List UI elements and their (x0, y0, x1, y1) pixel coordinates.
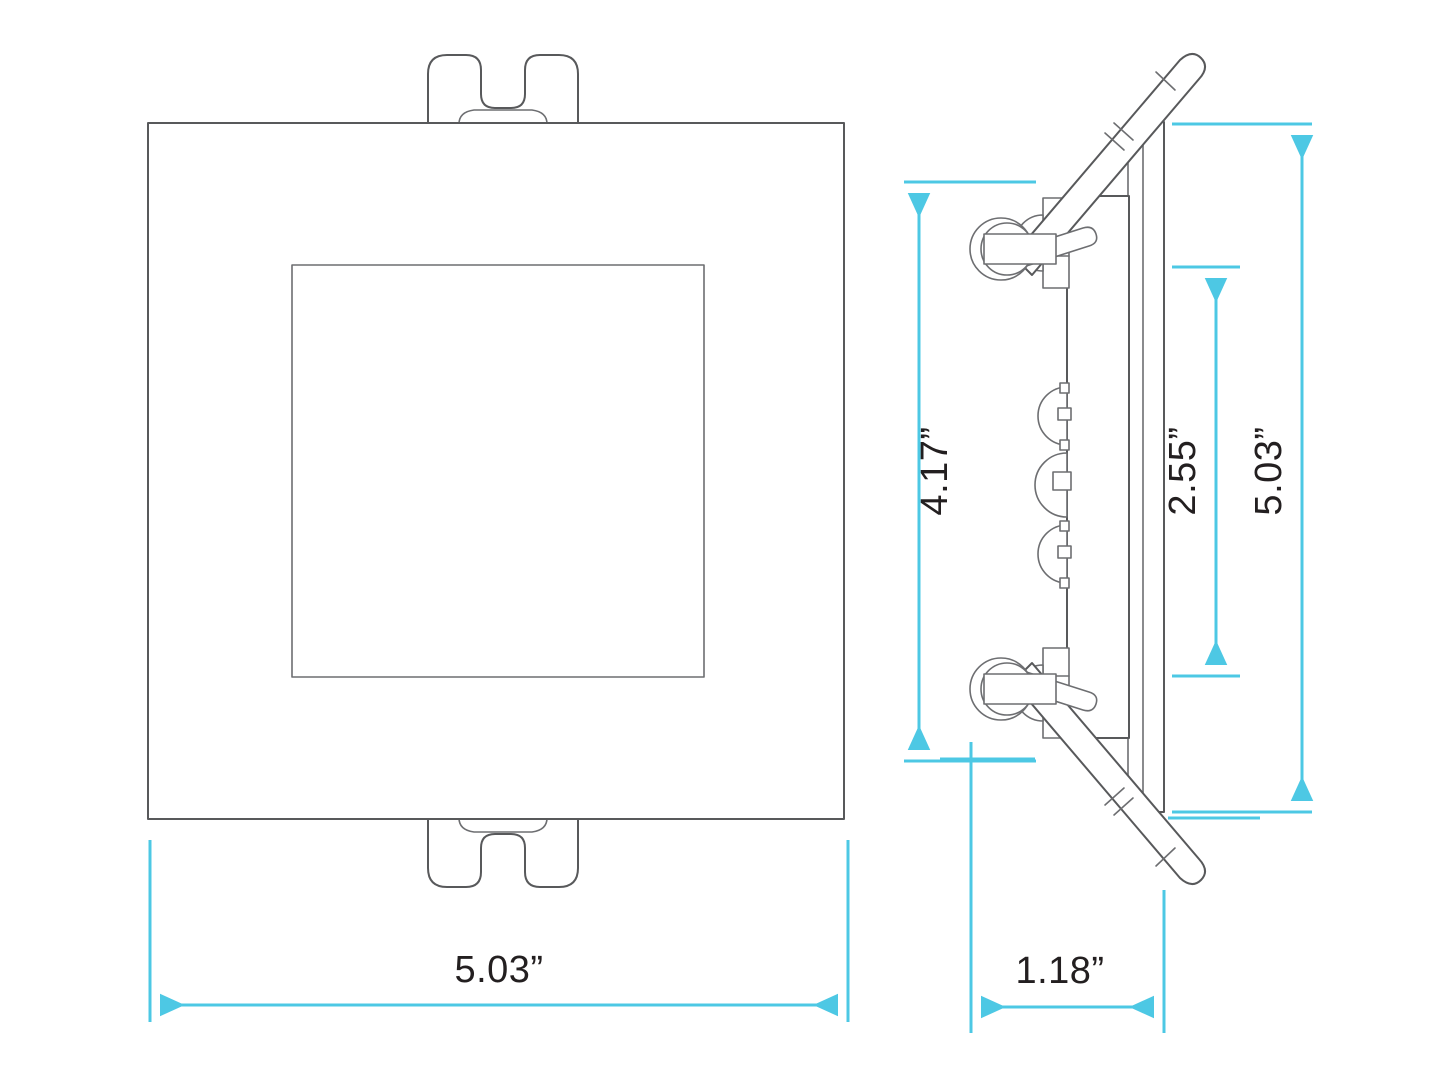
front-aperture-outline (291, 264, 705, 678)
side-faceplate (1141, 121, 1165, 813)
dimension-side-overall-height: 5.03” (1172, 122, 1314, 814)
front-view-group (147, 54, 845, 888)
front-top-bracket-tab (427, 54, 579, 125)
side-driver-knob-top (1037, 382, 1072, 451)
dimension-label-front-width: 5.03” (454, 949, 543, 991)
side-upper-spring-clip (969, 53, 1206, 281)
side-housing-body (1066, 195, 1130, 739)
dimension-label-side-depth: 1.18” (1015, 950, 1104, 992)
dimension-front-width: 5.03” (148, 840, 850, 1022)
dimension-label-side-overall-height: 5.03” (1248, 426, 1290, 515)
dimension-label-side-housing-height: 4.17” (914, 426, 956, 515)
front-bottom-bracket-tab (427, 817, 579, 888)
dimension-side-aperture-height: 2.55” (1162, 265, 1240, 678)
dimension-side-housing-height: 4.17” (904, 180, 1036, 763)
dimension-label-side-aperture-height: 2.55” (1162, 426, 1204, 515)
side-trim-plate (1127, 133, 1144, 801)
side-driver-knob-bottom (1037, 520, 1072, 589)
dimension-side-depth: 1.18” (940, 742, 1260, 1033)
side-driver-knob-middle (1034, 452, 1072, 518)
side-lower-spring-clip (969, 657, 1206, 885)
side-view-group (969, 53, 1206, 885)
